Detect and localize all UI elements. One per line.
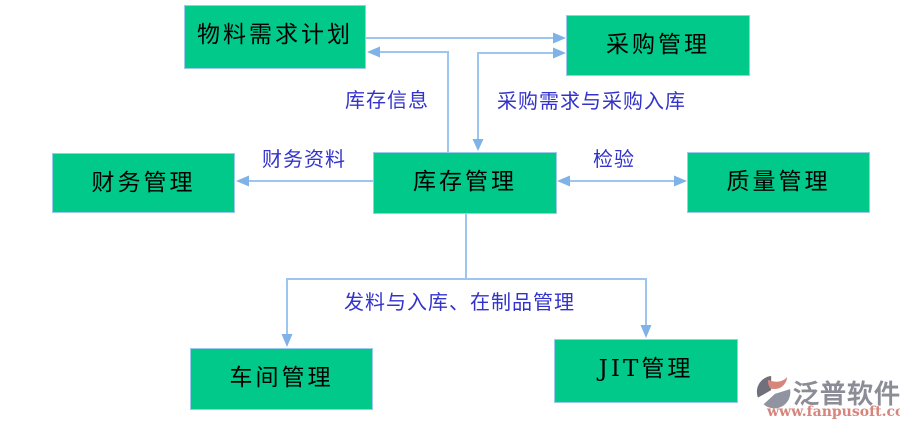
fanpu-logo-icon (756, 375, 791, 409)
watermark-brand-text: 泛普软件 (793, 380, 900, 410)
connector-mrp-to-purchasing (366, 32, 566, 44)
connector-inventory-to-workshop-jit (281, 214, 652, 347)
edge-label-finance-data: 财务资料 (262, 147, 346, 171)
node-inventory-management: 库存管理 (373, 152, 557, 214)
node-material-requirements-planning: 物料需求计划 (184, 5, 366, 69)
connector-inventory-to-mrp (367, 46, 449, 152)
watermark-url-text: www.fanpusoft.com (767, 404, 900, 420)
edge-label-inventory-info: 库存信息 (345, 88, 429, 112)
node-purchasing-management: 采购管理 (566, 15, 750, 76)
connector-inventory-quality-bidirectional (557, 175, 687, 187)
connector-inventory-purchasing-bidirectional (472, 47, 566, 151)
node-quality-management: 质量管理 (687, 152, 870, 213)
node-jit-management: JIT管理 (554, 339, 738, 403)
node-workshop-management: 车间管理 (190, 348, 373, 410)
edge-label-inspection: 检验 (593, 147, 635, 171)
watermark: 泛普软件 www.fanpusoft.com (754, 373, 900, 423)
edge-label-purchase-demand-and-receipt: 采购需求与采购入库 (497, 89, 686, 113)
node-finance-management: 财务管理 (52, 153, 235, 213)
edge-label-issue-receipt-wip: 发料与入库、在制品管理 (344, 290, 575, 314)
connector-inventory-to-finance (236, 175, 373, 187)
